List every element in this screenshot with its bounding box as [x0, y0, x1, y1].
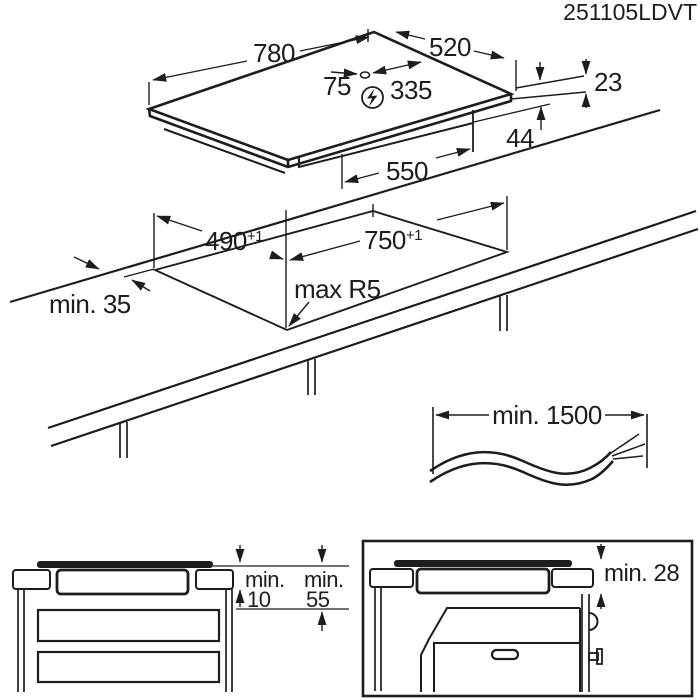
dim-hob-depth: 520 [429, 32, 471, 62]
worktop-front-bottom-edge [50, 227, 699, 448]
dim-connection-right: 335 [390, 75, 432, 105]
worktop-left-section [369, 568, 414, 588]
cable-wire-ends [610, 433, 646, 460]
dim-height-above: 23 [594, 67, 622, 97]
connection-point [359, 71, 371, 79]
cable-length-diagram: min. 1500 [429, 400, 648, 487]
dim-cutout-width: 750+1 [364, 225, 422, 255]
hob-body-section [55, 568, 190, 596]
hob-glass-section [394, 560, 572, 567]
dim-connection-left: 75 [323, 71, 351, 101]
dim-corner-radius: max R5 [294, 274, 381, 304]
oven-clearance-view: min. 28 [361, 539, 694, 698]
worktop-front-top-edge [47, 209, 697, 430]
drawer-lower [36, 650, 221, 684]
drawer-clearance-view: min. 10 min. 55 [12, 545, 349, 692]
drawer-upper [36, 608, 221, 643]
cabinet-side-panels [374, 587, 590, 692]
dim-body-width: 550 [386, 156, 428, 186]
oven-fixing-knob [588, 652, 599, 661]
oven-fixing-knob-cap [596, 648, 603, 665]
worktop-back-edge [9, 108, 661, 304]
cabinet-legs [119, 295, 508, 458]
dim-gap-value-1: 10 [247, 587, 271, 612]
worktop-left-section [12, 569, 51, 590]
hob-body-section [415, 567, 551, 595]
hob-body-bottom-edge [298, 122, 474, 169]
cabinet-side-panels [17, 589, 233, 692]
worktop-cutout-view: 490+1 750+1 min. 35 max R5 [47, 196, 699, 458]
built-in-oven [420, 607, 581, 692]
hob-body-left-edge [163, 128, 286, 174]
worktop-right-section [551, 568, 594, 588]
dim-cable-length: min. 1500 [492, 400, 602, 430]
dim-depth-below: 44 [506, 123, 534, 153]
dim-gap-min-label-1: min. [245, 567, 285, 592]
dim-hob-width: 780 [253, 38, 295, 68]
dim-gap-value-2: 55 [306, 587, 330, 612]
hinge-bump [588, 612, 599, 631]
mains-cable [429, 450, 612, 476]
worktop-cutout [152, 210, 511, 332]
dim-cutout-depth: 490+1 [205, 226, 263, 256]
mains-cable-lower [429, 460, 614, 487]
model-number: 251105LDVT [563, 0, 697, 25]
dim-worktop-thickness: min. 28 [604, 560, 679, 587]
hob-glass-section [37, 561, 213, 568]
dim-gap-min-label-2: min. [304, 567, 344, 592]
oven-handle [490, 648, 520, 661]
dim-rear-clearance: min. 35 [49, 289, 131, 319]
worktop-right-section [195, 569, 234, 590]
view-frame [361, 539, 694, 698]
hob-top-view: 780 520 75 335 550 23 44 [9, 29, 661, 304]
lightning-bolt-icon [361, 86, 384, 109]
